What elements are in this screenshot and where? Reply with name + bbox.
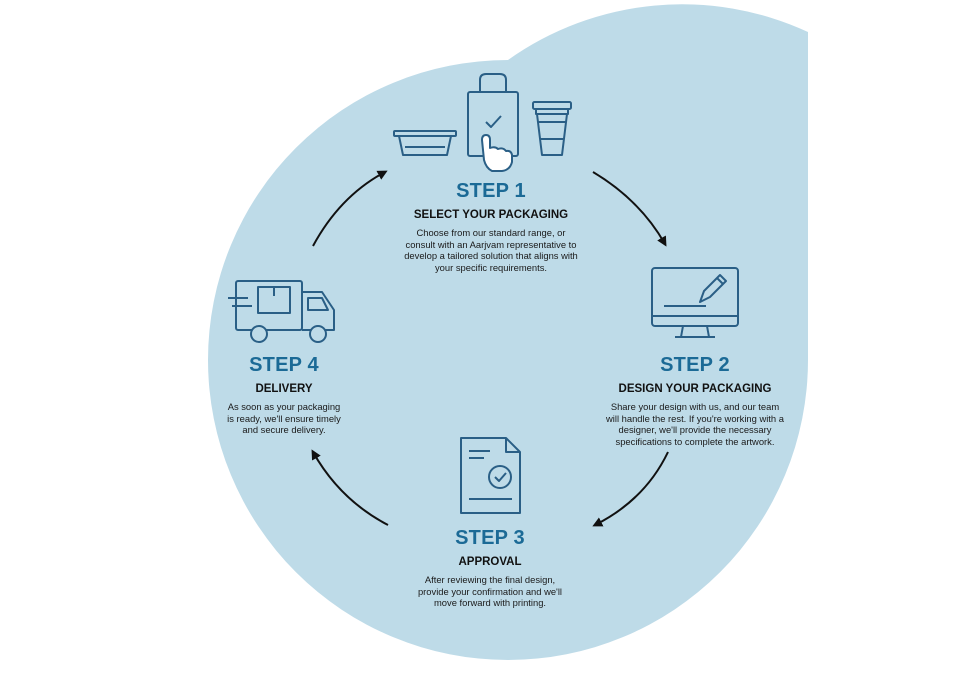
description-line: consult with an Aarjvam representative t… [405,238,577,250]
step-title: SELECT YOUR PACKAGING [413,209,569,221]
step-title: DELIVERY [255,383,313,395]
description-line: is ready, we'll ensure timely [227,412,341,424]
step-1: STEP 1 SELECT YOUR PACKAGING Choose from… [384,180,598,273]
step-description: Share your design with us, and our team … [590,401,800,447]
description-line: provide your confirmation and we'll [417,585,563,597]
step-description: As soon as your packaging is ready, we'l… [206,401,362,436]
description-line: develop a tailored solution that aligns … [404,250,578,261]
monitor-pen-icon [651,267,739,338]
document-check-icon [460,437,521,514]
description-line: As soon as your packaging [227,401,341,412]
step-number: STEP 4 [249,354,319,376]
arrow-step1-to-step2 [592,171,667,247]
tray-icon [393,130,457,156]
arrow-step2-to-step3 [592,451,669,527]
step-number: STEP 1 [456,180,526,202]
step-2: STEP 2 DESIGN YOUR PACKAGING Share your … [590,354,800,447]
description-line: Choose from our standard range, or [416,227,566,238]
delivery-truck-icon [228,280,335,343]
step-4: STEP 4 DELIVERY As soon as your packagin… [206,354,362,436]
description-line: After reviewing the final design, [424,574,556,585]
description-line: and secure delivery. [242,424,326,435]
arrow-step4-to-step1 [312,170,388,247]
step-description: Choose from our standard range, or consu… [384,227,598,273]
step-3: STEP 3 APPROVAL After reviewing the fina… [390,527,590,609]
description-line: Share your design with us, and our team [610,401,780,412]
description-line: designer, we'll provide the necessary [618,424,772,435]
step-number: STEP 3 [455,527,525,549]
cup-icon [532,101,572,156]
tap-hand-icon [481,134,513,172]
arrow-step3-to-step4 [311,449,389,526]
description-line: your specific requirements. [434,261,548,273]
step-number: STEP 2 [660,354,730,376]
step-title: DESIGN YOUR PACKAGING [618,383,772,395]
description-line: move forward with printing. [433,597,547,608]
step-description: After reviewing the final design, provid… [390,574,590,609]
teardrop-background [208,4,808,661]
step-title: APPROVAL [458,556,522,568]
description-line: will handle the rest. If you're working … [606,412,784,424]
description-line: specifications to complete the artwork. [615,435,775,447]
